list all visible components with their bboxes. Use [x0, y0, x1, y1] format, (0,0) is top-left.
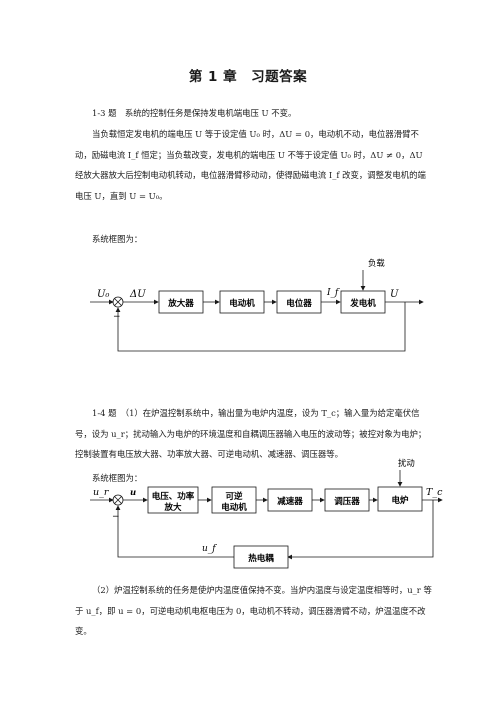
excitation-current-label: I_f — [326, 288, 340, 298]
potentiometer-label: 电位器 — [286, 298, 312, 309]
problem-1-3-explanation: 当负载恒定发电机的端电压 U 等于设定值 U₀ 时，ΔU = 0，电动机不动，电… — [75, 129, 426, 201]
problem-1-4-statement: 1-4 题 （1）在炉温控制系统中，输出量为电炉内温度，设为 T_c；输入量为给… — [75, 408, 427, 459]
thermocouple-label: 热电耦 — [248, 553, 274, 564]
reversible-motor-label-line2: 电动机 — [221, 502, 247, 513]
minus-sign-1: − — [113, 312, 121, 322]
furnace-label: 电炉 — [391, 495, 409, 506]
minus-sign-2: − — [112, 512, 120, 522]
load-disturbance-label: 负载 — [368, 258, 385, 268]
output-tc-label: T_c — [426, 487, 443, 498]
generator-label: 发电机 — [349, 298, 376, 309]
reversible-motor-label-line1: 可逆 — [225, 491, 243, 502]
input-ur-label: u_r — [93, 487, 110, 498]
disturbance-label: 扰动 — [398, 458, 415, 468]
regulator-label: 调压器 — [334, 496, 360, 507]
amplifier2-label-line2: 放大 — [163, 502, 182, 513]
furnace-block — [377, 486, 423, 512]
error-u-label: u — [130, 488, 136, 498]
feedback-uf-label: u_f — [202, 544, 217, 554]
page-title: 第 1 章 习题答案 — [188, 69, 308, 85]
reducer-label: 减速器 — [277, 496, 303, 507]
motor-label: 电动机 — [229, 298, 255, 309]
amplifier-label: 放大器 — [167, 298, 194, 309]
problem-1-3-statement: 1-3 题 系统的控制任务是保持发电机端电压 U 不变。 — [92, 108, 297, 118]
voltage-power-amplifier-block — [147, 486, 199, 514]
output-u-label: U — [390, 289, 399, 300]
problem-1-4-part2: （2）炉温控制系统的任务是使炉内温度值保持不变。当炉内温度与设定温度相等时，u_… — [75, 585, 432, 636]
reversible-motor-block — [211, 486, 257, 514]
amplifier2-label-line1: 电压、功率 — [152, 491, 195, 502]
diagram-2-caption: 系统框图为： — [92, 473, 143, 483]
diagram-1-caption: 系统框图为： — [92, 234, 143, 244]
error-delta-u-label: ΔU — [129, 289, 146, 300]
input-u0-label: U₀ — [97, 289, 109, 300]
